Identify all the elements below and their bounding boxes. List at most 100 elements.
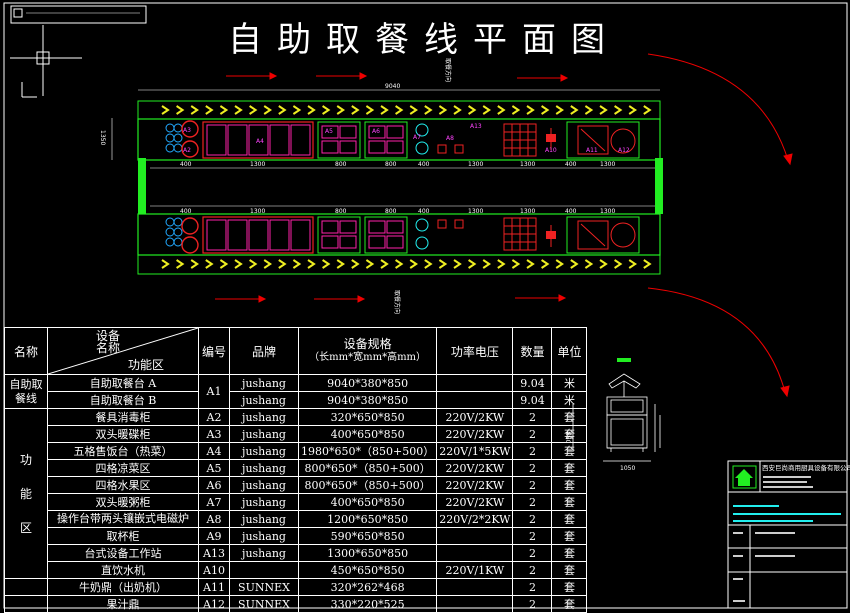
chevron-marker [614,259,623,269]
header-diagonal: 设备 名称 功能区 [47,327,199,375]
equipment-code-label: A5 [325,128,333,135]
cell-brand: SUNNEX [229,595,299,613]
equipment-spec-table[interactable]: 名称 设备 名称 功能区 编号 品牌 设备规格 （长mm*宽mm*高mm） 功率… [4,327,588,613]
chevron-marker [482,259,492,269]
upper-a11-a12-dispensers[interactable] [566,121,640,159]
lower-a5-cold-food[interactable] [317,216,361,254]
upper-a4-hot-food-counter[interactable] [202,121,314,159]
chevron-marker [292,105,302,115]
upper-a2-disinfection-cabinet[interactable] [165,120,199,158]
viewport-toggle-icon[interactable] [13,8,23,18]
cell-power: 220V/2*2KW [436,510,514,528]
cell-name: 四格水果区 [47,476,199,494]
chevron-marker [643,105,652,115]
upper-a9-cup-cabinet[interactable] [503,123,537,157]
lower-a6-fruit[interactable] [364,216,408,254]
upper-a7-congee-warmer[interactable] [415,123,429,155]
cell-spec: 1200*650*850 [297,510,438,528]
chevron-marker [541,259,550,269]
cell-code: A5 [198,459,230,477]
cell-brand: jushang [229,391,299,409]
cell-spec: 9040*380*850 [297,391,438,409]
upper-a5-cold-food[interactable] [317,121,361,159]
cell-spec: 800*650*（850+500） [297,459,438,477]
lower-a9-cup-cabinet[interactable] [503,217,537,251]
upper-a10-water-dispenser[interactable] [546,128,556,150]
chevron-marker [365,105,375,115]
chevron-marker [292,259,302,269]
chevron-marker [234,105,243,115]
chevron-marker [468,259,477,269]
segment-dimension-text: 800 [385,161,397,168]
lower-a10-water-dispenser[interactable] [546,225,556,247]
cell-code: A7 [198,493,230,511]
cell-qty: 2 [512,476,553,494]
equipment-code-label: A6 [372,128,380,135]
cell-power: 220V/2KW [436,476,514,494]
equipment-code-label: A13 [470,123,482,130]
cell-unit: 米 [551,374,588,392]
lower-a7-congee-warmer[interactable] [415,218,429,250]
cell-power: 220V/2KW [436,493,514,511]
chevron-marker [497,259,506,269]
cell-brand: jushang [229,493,299,511]
equipment-code-label: A3 [183,127,191,134]
cell-code: A1 [198,374,230,409]
equipment-code-label: A10 [545,147,557,154]
upper-counter-body[interactable] [137,118,661,161]
lower-a4-hot-food-counter[interactable] [202,216,314,254]
upper-a6-fruit[interactable] [364,121,408,159]
cell-name: 取杯柜 [47,527,199,545]
lower-a2-disinfection-cabinet[interactable] [165,217,199,254]
cell-unit: 套 [551,510,588,528]
group-function-zone: 功 能 区 [4,408,48,579]
viewport-control-box[interactable] [10,5,147,24]
cell-code: A4 [198,442,230,460]
cell-code: A11 [198,578,230,596]
lower-counter[interactable] [137,213,661,275]
upper-a8-induction-station[interactable] [437,144,464,154]
chevron-marker [307,105,316,115]
cell-spec: 590*650*850 [297,527,438,545]
chevron-marker [614,105,623,115]
cell-spec: 330*220*525 [297,595,438,613]
cell-unit: 套 [551,459,588,477]
cell-name: 操作台带两头镶嵌式电磁炉 [47,510,199,528]
title-block[interactable] [727,460,848,609]
chevron-marker [526,259,535,269]
drawing-title: 自助取餐线平面图 [228,20,620,60]
chevron-marker [526,105,535,115]
cell-brand: jushang [229,544,299,562]
chevron-marker [336,105,346,115]
cell-name: 餐具消毒柜 [47,408,199,426]
upper-counter[interactable] [137,100,661,161]
cell-unit: 米 [551,391,588,409]
cell-code: A10 [198,561,230,579]
lower-a8-induction-station[interactable] [437,219,464,229]
lower-a11-a12-dispensers[interactable] [566,216,640,254]
cell-spec: 1980*650*（850+500） [297,442,438,460]
chevron-marker [570,259,579,269]
chevron-marker [570,105,579,115]
chevron-marker [628,105,638,115]
cell-brand: SUNNEX [229,578,299,596]
right-end-cap [655,158,663,214]
chevron-marker [176,259,185,269]
segment-dimension-text: 1300 [520,161,535,168]
